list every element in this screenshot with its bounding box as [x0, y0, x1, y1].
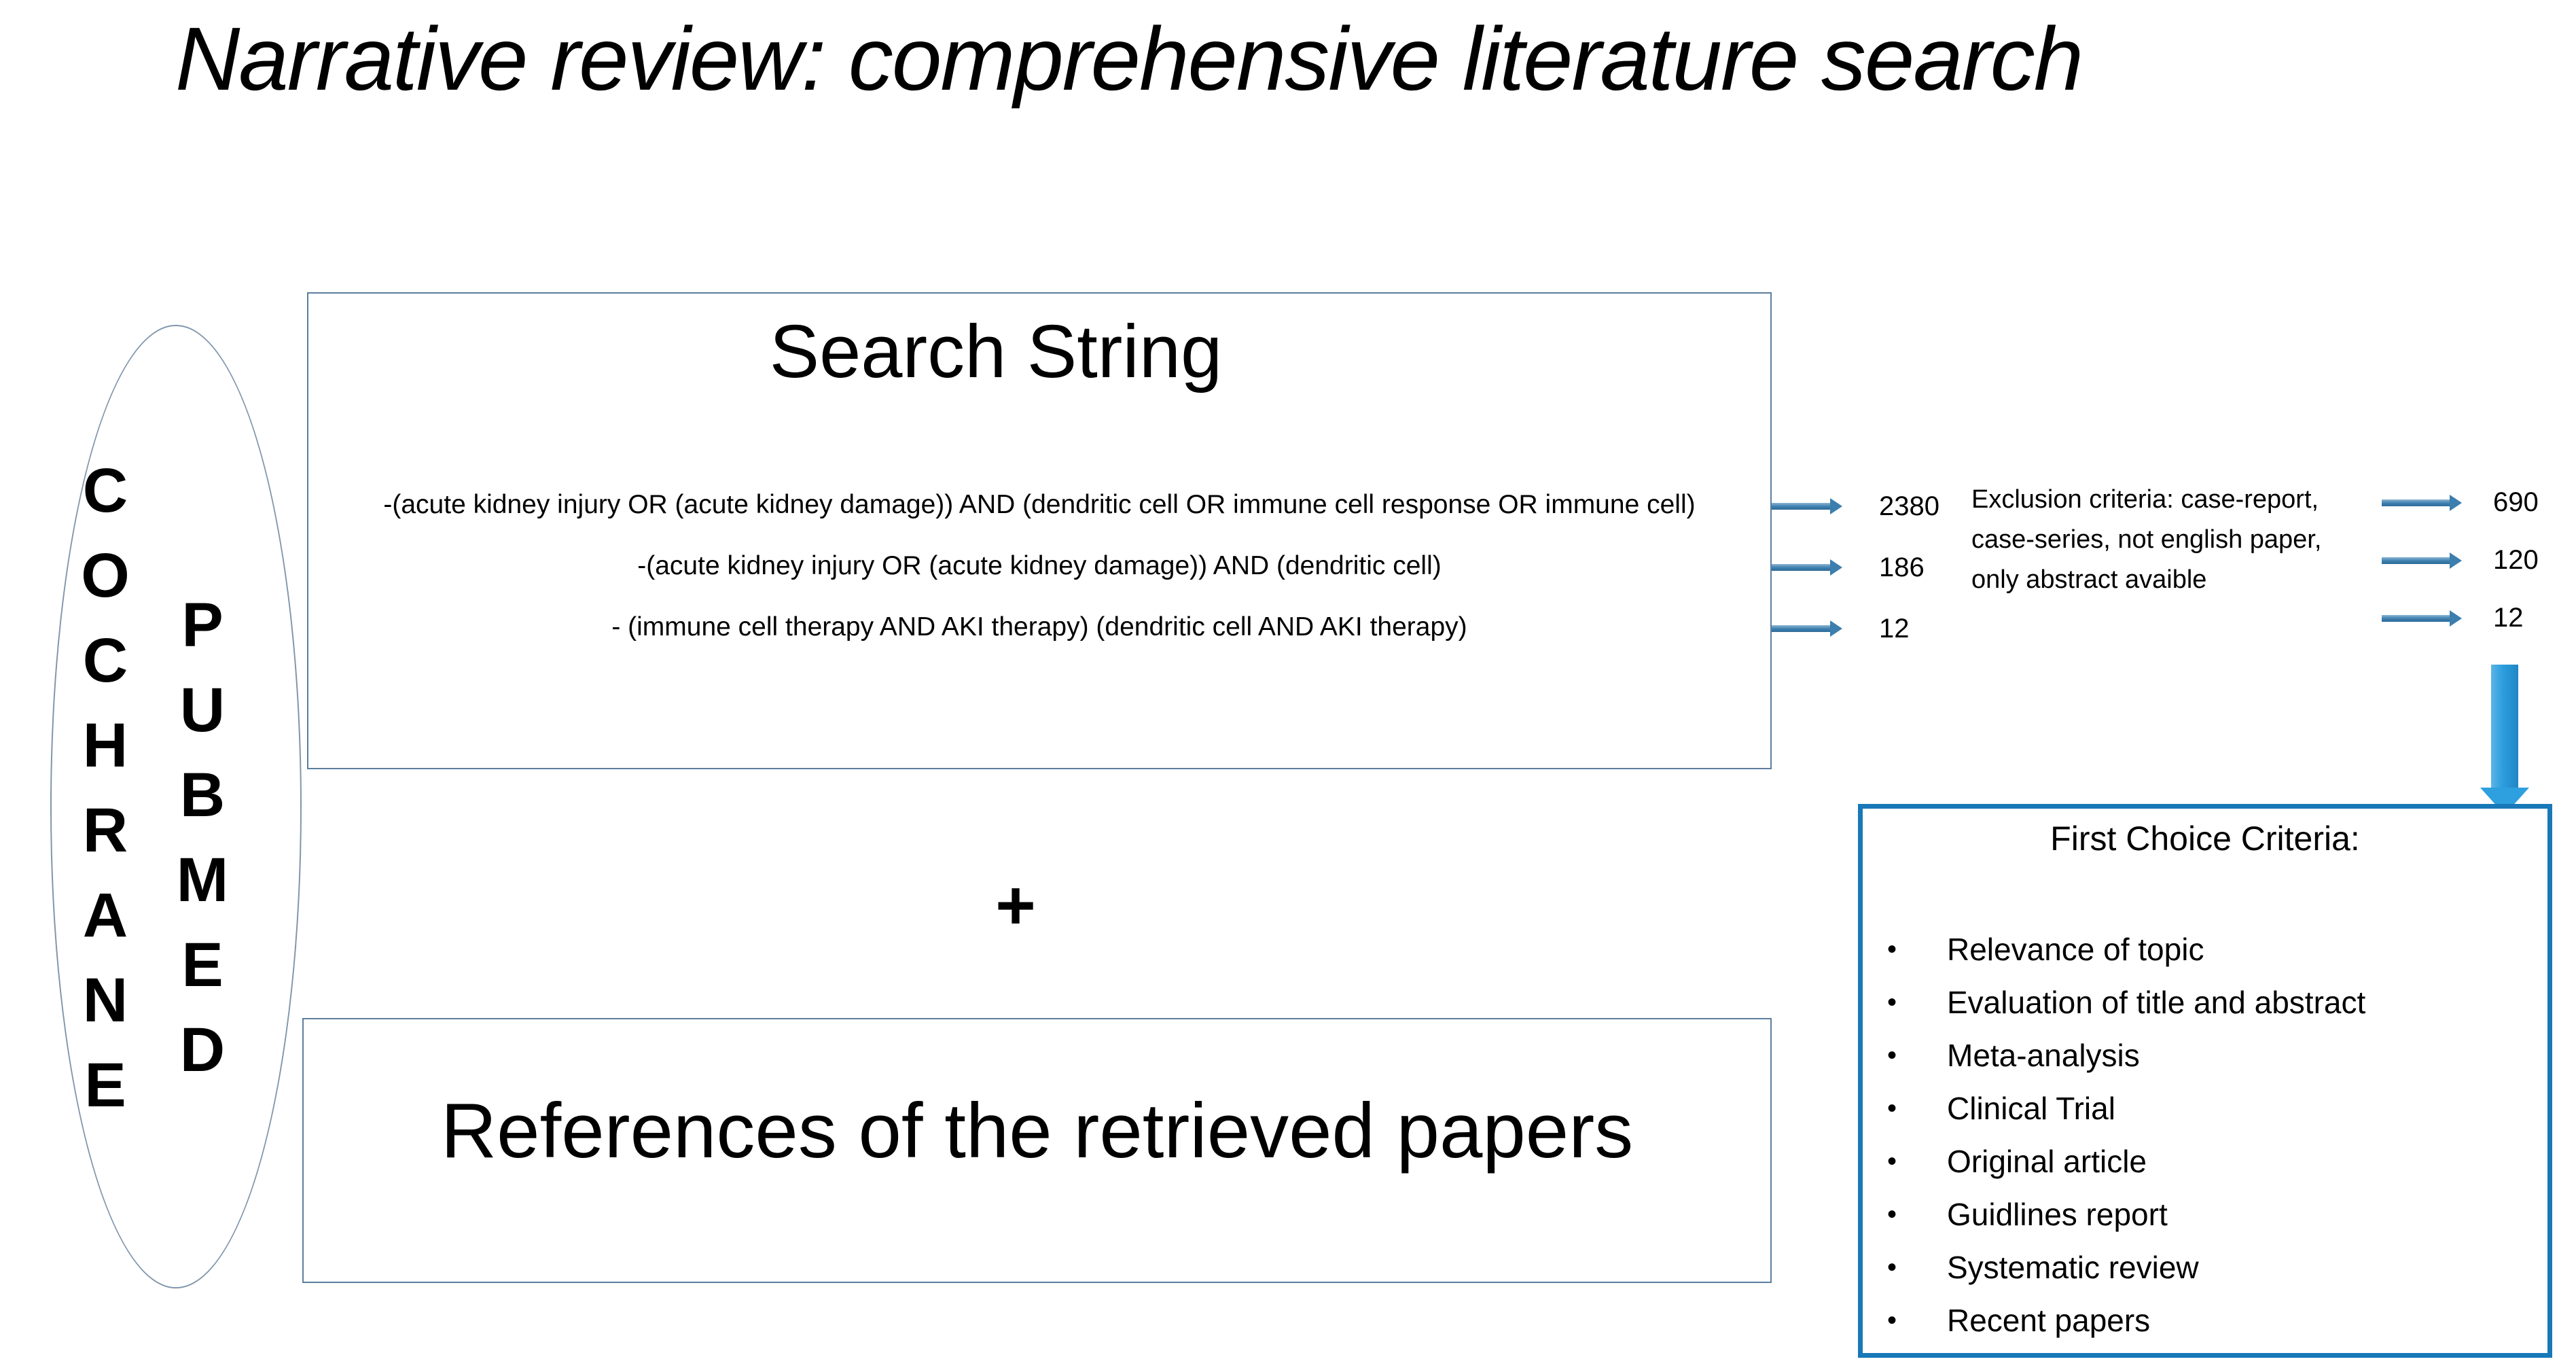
cochrane-letter: E [84, 1051, 126, 1120]
pubmed-letter: M [176, 845, 229, 915]
flow-arrow-icon [2382, 610, 2462, 627]
pubmed-letter: B [179, 760, 226, 830]
flow-row: 2380 [1772, 476, 1939, 537]
first-choice-item-label: Recent papers [1947, 1303, 2151, 1338]
first-choice-item: • Original article [1882, 1135, 2538, 1188]
flow-row: 12 [1772, 598, 1939, 659]
big-down-arrow-icon [2480, 665, 2529, 815]
first-choice-item: • Recent papers [1882, 1294, 2538, 1347]
initial-result-count: 186 [1879, 552, 1925, 582]
cochrane-letter: C [82, 456, 128, 525]
bullet-icon: • [1887, 1305, 1897, 1335]
pubmed-letter: D [179, 1015, 226, 1085]
cochrane-letter: O [81, 541, 130, 610]
bullet-icon: • [1887, 934, 1897, 964]
flow-arrow-icon [2382, 552, 2462, 569]
pubmed-letter: P [181, 591, 223, 660]
first-choice-item-label: Evaluation of title and abstract [1947, 985, 2366, 1020]
pubmed-letter: U [179, 675, 226, 745]
bullet-icon: • [1887, 987, 1897, 1017]
cochrane-letter: R [82, 796, 128, 865]
filtered-results-column: 690 120 12 [2382, 474, 2539, 647]
plus-sign: + [995, 866, 1036, 944]
first-choice-box: First Choice Criteria: • Relevance of top… [1858, 804, 2552, 1358]
exclusion-criteria-note: Exclusion criteria: case-report, case-ser… [1971, 480, 2406, 600]
bullet-icon: • [1887, 1252, 1897, 1282]
first-choice-list: • Relevance of topic • Evaluation of title … [1882, 923, 2538, 1347]
initial-results-column: 2380 186 12 [1772, 476, 1939, 659]
initial-result-count: 12 [1879, 613, 1910, 644]
filtered-result-count: 12 [2493, 603, 2524, 633]
bullet-icon: • [1887, 1199, 1897, 1229]
cochrane-letter: C [82, 626, 128, 695]
flow-arrow-icon [1772, 497, 1842, 515]
flow-row: 120 [2382, 531, 2539, 589]
initial-result-count: 2380 [1879, 491, 1939, 521]
flow-row: 186 [1772, 537, 1939, 598]
databases-ellipse [50, 325, 302, 1288]
search-query: -(acute kidney injury OR (acute kidney d… [383, 490, 1696, 519]
first-choice-item-label: Clinical Trial [1947, 1091, 2115, 1126]
references-label: References of the retrieved papers [440, 1088, 1634, 1174]
filtered-result-count: 690 [2493, 487, 2539, 517]
exclusion-note-line: Exclusion criteria: case-report, [1971, 485, 2319, 514]
search-query: - (immune cell therapy AND AKI therapy) … [611, 612, 1467, 642]
search-query: -(acute kidney injury OR (acute kidney d… [637, 551, 1442, 580]
pubmed-letter: E [181, 930, 223, 1000]
exclusion-note-line: only abstract avaible [1971, 565, 2207, 594]
big-down-arrow-body [2491, 665, 2518, 788]
slide-title: Narrative review: comprehensive literatu… [175, 9, 2083, 109]
flow-arrow-icon [2382, 494, 2462, 512]
references-box: References of the retrieved papers [302, 1018, 1772, 1283]
first-choice-item: • Meta-analysis [1882, 1029, 2538, 1082]
cochrane-letter: N [82, 966, 128, 1035]
exclusion-note-line: case-series, not english paper, [1971, 525, 2322, 554]
first-choice-item-label: Relevance of topic [1947, 932, 2204, 967]
first-choice-item: • Systematic review [1882, 1241, 2538, 1294]
flow-row: 690 [2382, 474, 2539, 531]
first-choice-item: • Evaluation of title and abstract [1882, 976, 2538, 1029]
first-choice-item: • Relevance of topic [1882, 923, 2538, 976]
bullet-icon: • [1887, 1093, 1897, 1123]
first-choice-item: • Guidlines report [1882, 1188, 2538, 1241]
first-choice-item-label: Guidlines report [1947, 1197, 2168, 1232]
search-string-heading: Search String [769, 310, 1223, 393]
first-choice-item-label: Original article [1947, 1144, 2147, 1179]
flow-row: 12 [2382, 589, 2539, 647]
flow-arrow-icon [1772, 620, 1842, 637]
first-choice-item: • Clinical Trial [1882, 1082, 2538, 1135]
first-choice-item-label: Systematic review [1947, 1250, 2199, 1285]
filtered-result-count: 120 [2493, 545, 2539, 575]
flow-arrow-icon [1772, 559, 1842, 576]
first-choice-item-label: Meta-analysis [1947, 1038, 2140, 1073]
search-query-list: -(acute kidney injury OR (acute kidney d… [308, 474, 1770, 658]
cochrane-letter: A [82, 881, 128, 950]
cochrane-letter: H [82, 711, 128, 780]
bullet-icon: • [1887, 1040, 1897, 1070]
first-choice-heading: First Choice Criteria: [2050, 820, 2360, 858]
bullet-icon: • [1887, 1146, 1897, 1176]
search-string-box: Search String -(acute kidney injury OR (… [307, 292, 1772, 769]
